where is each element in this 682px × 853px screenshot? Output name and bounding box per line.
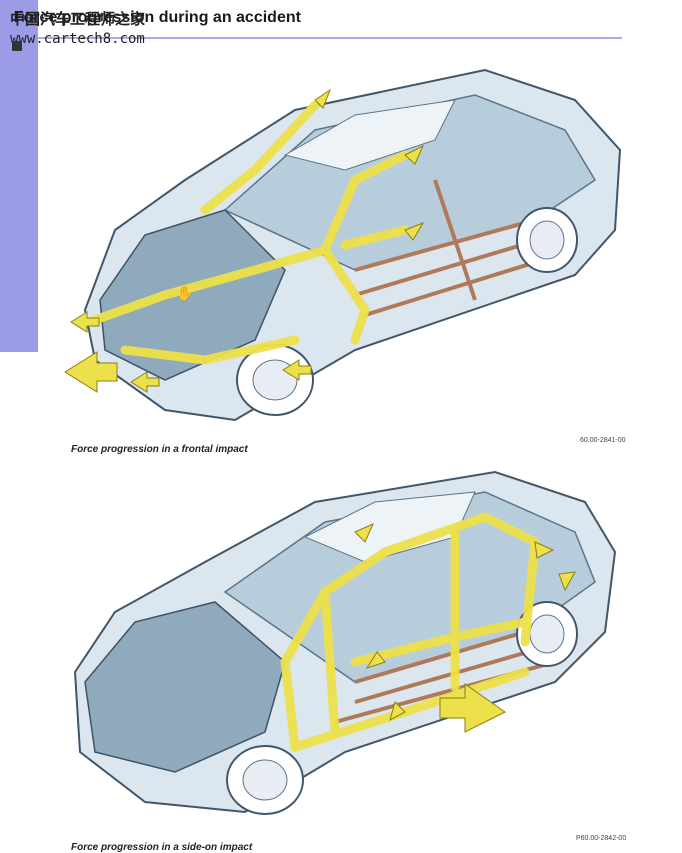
caption-frontal-impact: Force progression in a frontal impact [71,444,248,455]
figure-side-impact [55,462,635,832]
figure-code-frontal: 60.00-2841-00 [580,437,626,444]
figure-code-side: P60.00-2842-00 [576,835,627,842]
hand-cursor-icon: ✋ [176,285,194,301]
caption-side-impact: Force progression in a side-on impact [71,842,253,853]
figure-frontal-impact [55,60,635,430]
page-title: FForce progression during an accident [13,9,301,26]
sidebar-strip [0,0,38,352]
car-body-side-impact [73,470,617,815]
watermark-url: www.cartech8.com [10,31,145,47]
car-body-frontal-impact [64,68,622,422]
watermark-mark [12,41,22,51]
watermark-logo: 中国汽车工程师之家 [10,11,146,28]
header-rule [38,37,622,39]
